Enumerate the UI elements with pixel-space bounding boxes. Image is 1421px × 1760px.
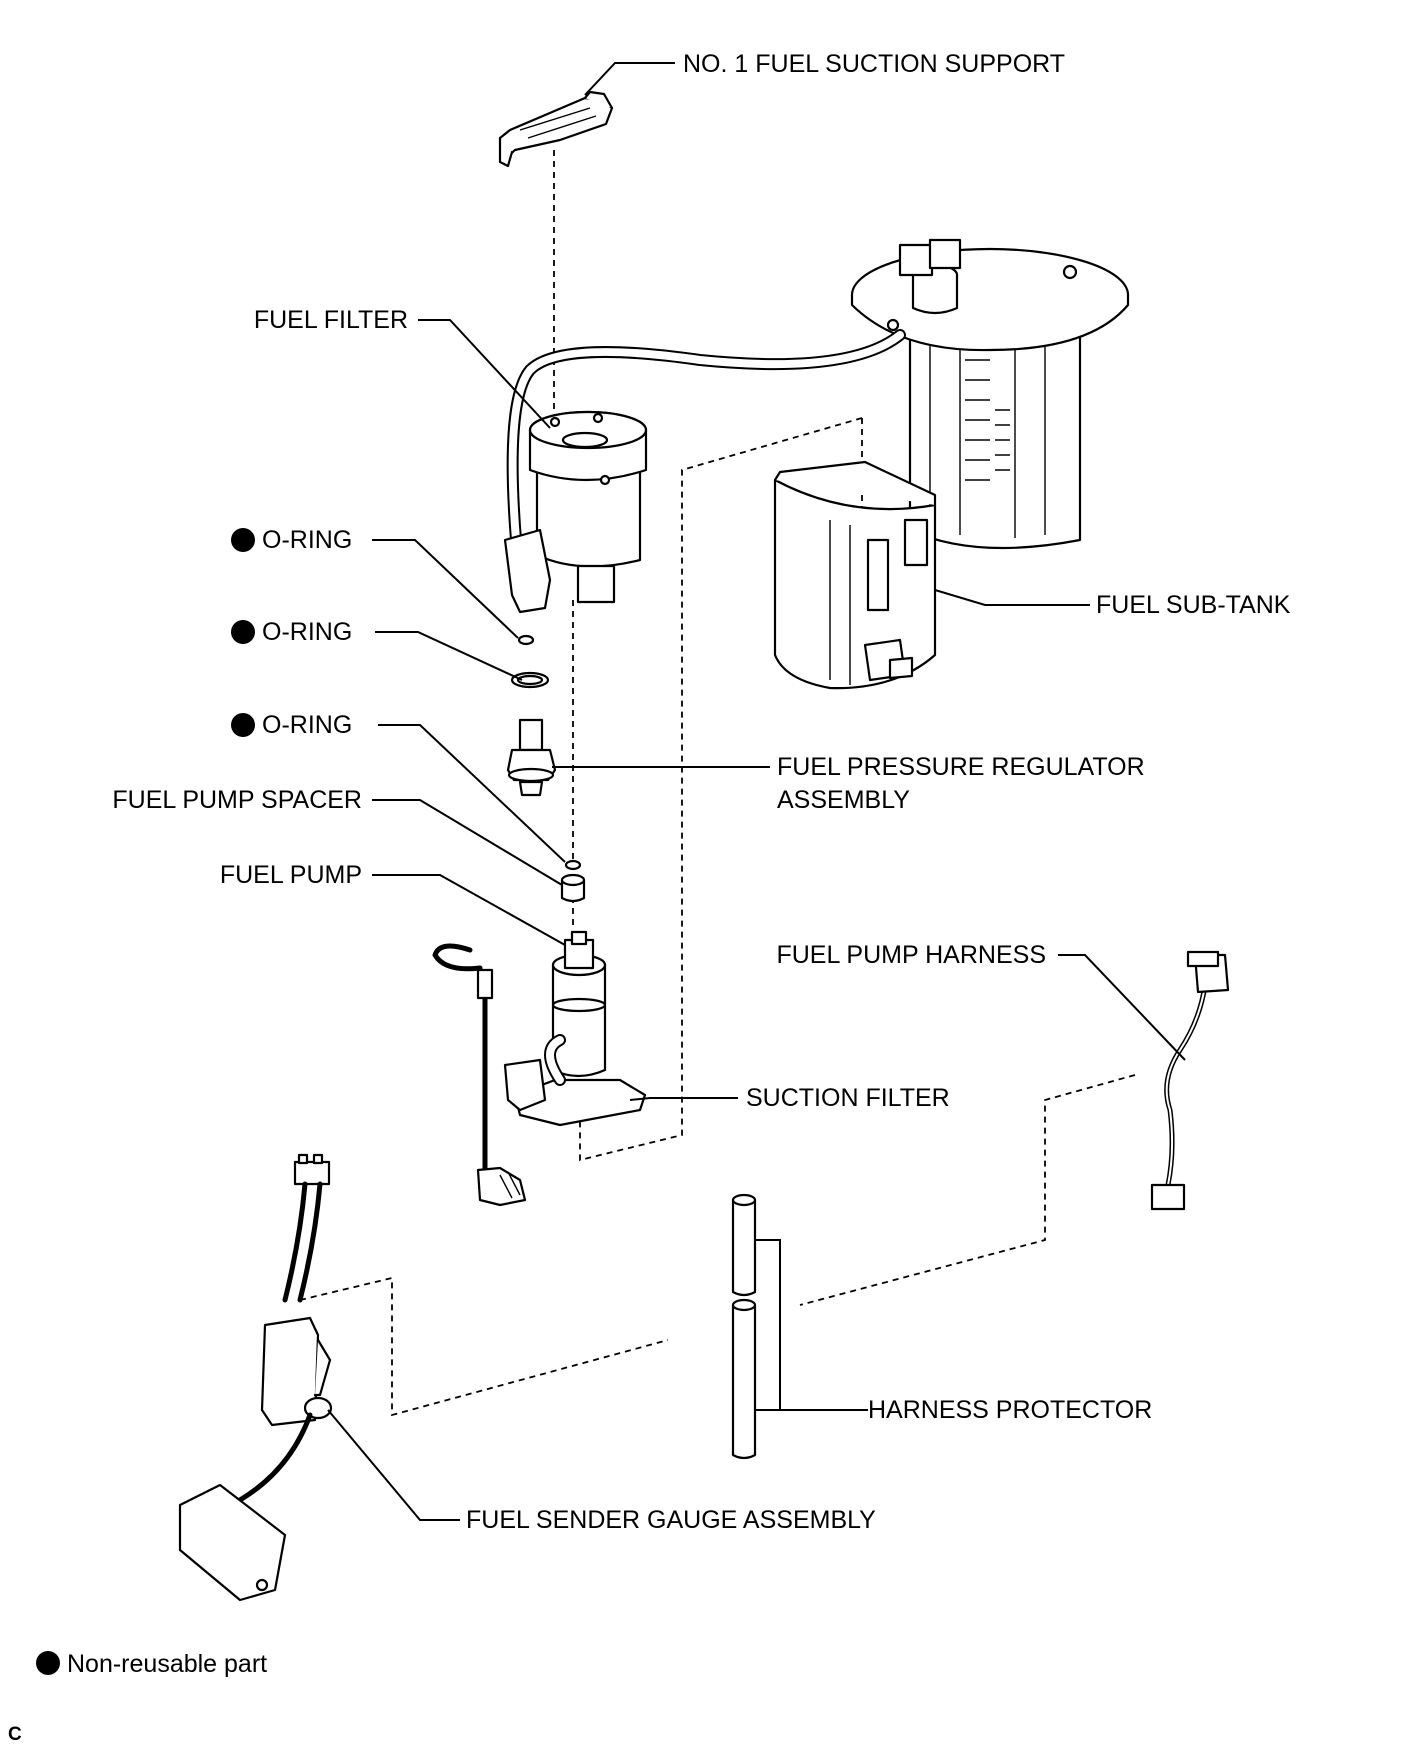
leader-lines (327, 62, 1186, 1521)
label-pressure-regulator-2: ASSEMBLY (777, 786, 910, 814)
o-ring-small-bottom (564, 859, 582, 871)
pump-spacer-part (560, 873, 586, 903)
fuel-filter-part (503, 329, 906, 614)
label-fuel-filter: FUEL FILTER (254, 306, 408, 334)
fuel-pump-part (432, 930, 647, 1207)
label-pump-spacer: FUEL PUMP SPACER (112, 786, 362, 814)
label-fuel-pump: FUEL PUMP (220, 861, 362, 889)
legend-marker (36, 1651, 60, 1675)
label-suction-filter: SUCTION FILTER (746, 1084, 950, 1112)
legend-text: Non-reusable part (67, 1650, 267, 1678)
label-suction-support: NO. 1 FUEL SUCTION SUPPORT (683, 50, 1065, 78)
suction-support-part (498, 90, 614, 168)
non-reusable-marker-2 (231, 620, 255, 644)
fuel-sub-tank-part (773, 238, 1130, 690)
label-pump-harness: FUEL PUMP HARNESS (776, 941, 1046, 969)
label-pressure-regulator-1: FUEL PRESSURE REGULATOR (777, 753, 1145, 781)
non-reusable-marker-3 (231, 713, 255, 737)
non-reusable-marker-1 (231, 528, 255, 552)
pressure-regulator-part (506, 718, 557, 797)
fuel-pump-harness-part (1150, 950, 1230, 1211)
corner-code: C (8, 1724, 22, 1745)
label-o-ring-2: O-RING (262, 618, 352, 646)
label-fuel-sub-tank: FUEL SUB-TANK (1096, 591, 1291, 619)
harness-protector-part (731, 1193, 757, 1460)
fuel-sender-gauge-part (178, 1153, 333, 1602)
label-o-ring-1: O-RING (262, 526, 352, 554)
label-harness-protector: HARNESS PROTECTOR (868, 1396, 1152, 1424)
o-ring-small-top (517, 634, 535, 646)
label-o-ring-3: O-RING (262, 711, 352, 739)
label-sender-gauge: FUEL SENDER GAUGE ASSEMBLY (466, 1506, 876, 1534)
o-ring-large (510, 671, 550, 689)
